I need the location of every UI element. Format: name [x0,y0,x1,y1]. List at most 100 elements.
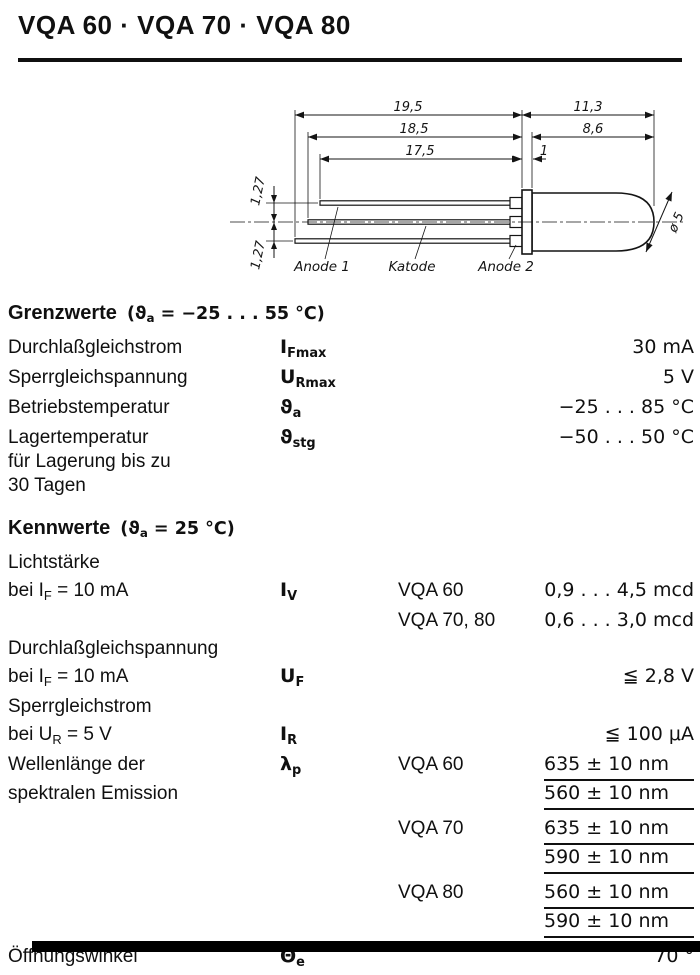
condition-sub: R [52,731,62,747]
condition-post: = 5 V [61,724,112,745]
row-wellenlaenge-vqa60-top: Wellenlänge der λp VQA 60 635 ± 10 nm [8,753,694,781]
row-wellenlaenge-vqa80-bottom: 590 ± 10 nm [8,910,694,938]
param-symbol: UF [280,665,398,690]
pin-label-anode2: Anode 2 [477,259,534,275]
kennwerte-heading-word: Kennwerte [8,517,111,539]
condition-pre: bei I [8,580,44,601]
row-wellenlaenge-vqa70-bottom: 590 ± 10 nm [8,846,694,874]
param-value: −25 . . . 85 °C [558,396,694,418]
param-label: Lagertemperatur für Lagerung bis zu 30 T… [8,426,280,498]
dim-diameter-label: ø 5 [665,210,687,236]
param-label-line2: für Lagerung bis zu [8,451,171,472]
symbol-base: λ [280,753,293,775]
param-label: Durchlaßgleichspannung [8,638,219,659]
pin-labels: Anode 1 Katode Anode 2 [293,259,534,275]
symbol-sub: R [287,732,298,748]
param-symbol: URmax [280,366,398,391]
param-symbol: IFmax [280,336,398,361]
dimension-arrowheads [271,195,277,249]
condition-post: = 25 °C) [147,519,235,539]
condition-pre: bei I [8,666,44,687]
symbol-base: U [280,366,296,388]
condition-post: = 10 mA [51,580,129,601]
param-symbol: λp [280,753,398,778]
pin-leader-lines [324,206,517,260]
condition-sub: a [146,311,155,326]
row-durchlassgleichspannung-value: bei IF = 10 mA UF ≦ 2,8 V [8,665,694,690]
condition-sub: F [43,587,52,603]
grenzwerte-heading-word: Grenzwerte [8,302,117,324]
wavelength-value: 590 ± 10 nm [544,846,694,874]
condition-sub: F [43,673,52,689]
row-durchlassgleichstrom: Durchlaßgleichstrom IFmax 30 mA [8,336,694,361]
param-label: Lichtstärke [8,552,100,573]
row-sperrgleichstrom-title: Sperrgleichstrom [8,695,694,718]
pin-label-katode: Katode [388,259,435,275]
row-lichtstaerke-vqa70-80: VQA 70, 80 0,6 . . . 3,0 mcd [8,609,694,632]
param-label: Durchlaßgleichstrom [8,337,183,358]
row-durchlassgleichspannung-title: Durchlaßgleichspannung [8,637,694,660]
dim-total-length-label: 19,5 [394,100,423,115]
condition-post: = −25 . . . 55 °C) [154,304,325,324]
param-label: Betriebstemperatur [8,397,170,418]
wavelength-value: 560 ± 10 nm [544,881,694,909]
param-symbol: ϑa [280,396,398,421]
variant-name: VQA 70, 80 [398,610,496,631]
row-lagertemperatur: Lagertemperatur für Lagerung bis zu 30 T… [8,426,694,498]
wavelength-value: 560 ± 10 nm [544,782,694,810]
symbol-base: U [280,665,296,687]
param-label: Wellenlänge der [8,754,145,775]
wavelength-value: 590 ± 10 nm [544,910,694,938]
page-title: VQA 60 · VQA 70 · VQA 80 [18,10,351,40]
title-rule [18,58,682,62]
param-value: ≦ 100 μA [604,723,694,745]
row-wellenlaenge-vqa60-bottom: spektralen Emission 560 ± 10 nm [8,782,694,810]
param-condition: bei IF = 10 mA [8,665,280,689]
wavelength-value: 635 ± 10 nm [544,817,694,845]
param-value: 0,6 . . . 3,0 mcd [544,609,694,631]
symbol-base: ϑ [280,396,293,418]
condition-pre: (ϑ [120,519,140,539]
symbol-sub: Rmax [295,375,336,391]
kennwerte-heading-condition: (ϑa = 25 °C) [120,519,235,541]
param-value: 590 ± 10 nm [526,846,694,874]
symbol-base: I [280,336,288,358]
param-label-line1: Lagertemperatur [8,427,149,448]
row-betriebstemperatur: Betriebstemperatur ϑa −25 . . . 85 °C [8,396,694,421]
symbol-base: I [280,579,288,601]
param-value: 635 ± 10 nm [526,753,694,781]
dim-lead-mid-label: 18,5 [400,122,429,137]
param-symbol: IV [280,579,398,604]
param-value: 560 ± 10 nm [526,782,694,810]
pin-label-anode1: Anode 1 [293,259,350,275]
dimension-labels: 19,5 11,3 18,5 8,6 17,5 1 1,27 1,27 ø 5 [248,100,688,271]
row-lichtstaerke-vqa60: bei IF = 10 mA IV VQA 60 0,9 . . . 4,5 m… [8,579,694,604]
spec-tables: Grenzwerte(ϑa = −25 . . . 55 °C) Durchla… [8,300,694,975]
condition-sub: a [139,526,148,541]
variant-name: VQA 60 [398,580,464,601]
dim-pitch-bottom-label: 1,27 [248,239,269,271]
row-lichtstaerke-title: Lichtstärke [8,551,694,574]
section-gap [8,503,694,515]
param-value: 30 mA [632,336,694,358]
param-value: 5 V [662,366,694,388]
param-value: 0,9 . . . 4,5 mcd [544,579,694,601]
row-wellenlaenge-vqa70-top: VQA 70 635 ± 10 nm [8,817,694,845]
symbol-sub: a [292,405,302,421]
grenzwerte-heading: Grenzwerte(ϑa = −25 . . . 55 °C) [8,300,694,328]
page-bottom-scan-bar [32,941,700,952]
param-value: ≦ 2,8 V [622,665,694,687]
symbol-sub: F [295,674,305,690]
row-wellenlaenge-vqa80-top: VQA 80 560 ± 10 nm [8,881,694,909]
symbol-sub: p [292,762,302,778]
param-condition: bei IF = 10 mA [8,579,280,603]
kennwerte-heading: Kennwerte (ϑa = 25 °C) [8,515,694,543]
variant-name: VQA 70 [398,818,464,839]
variant-name: VQA 80 [398,882,464,903]
symbol-sub: V [287,588,298,604]
variant-name: VQA 60 [398,754,464,775]
param-label: Sperrgleichstrom [8,696,152,717]
row-sperrgleichspannung: Sperrgleichspannung URmax 5 V [8,366,694,391]
row-sperrgleichstrom-value: bei UR = 5 V IR ≦ 100 μA [8,723,694,748]
param-symbol: ϑstg [280,426,398,451]
